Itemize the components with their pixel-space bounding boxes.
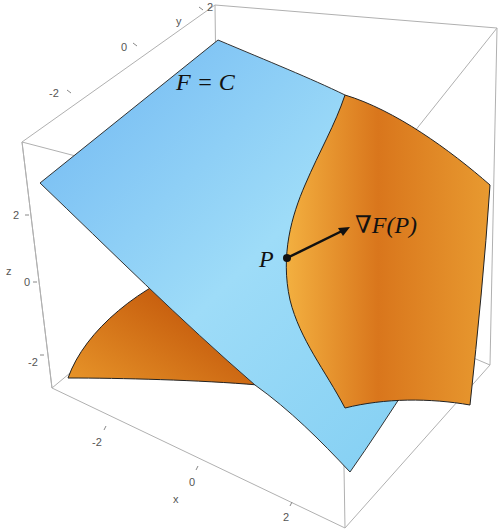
arrow-head bbox=[338, 227, 350, 236]
gradient-arrow bbox=[287, 231, 342, 258]
axis-name: z bbox=[6, 266, 12, 277]
tick-label: -2 bbox=[28, 357, 38, 368]
axis-name: y bbox=[176, 16, 182, 27]
box-edges bbox=[22, 5, 497, 528]
saddle-surface bbox=[286, 95, 490, 408]
point-label: P bbox=[259, 247, 274, 271]
tick-marks bbox=[25, 7, 292, 506]
point-dot bbox=[283, 254, 291, 262]
surface-label: F = C bbox=[176, 70, 235, 94]
tick-label: 2 bbox=[283, 512, 289, 523]
tick-label: 2 bbox=[13, 210, 19, 221]
tick-label: 0 bbox=[189, 477, 195, 488]
gradient-label: ∇F(P) bbox=[355, 213, 417, 237]
tick-label: 0 bbox=[121, 42, 127, 53]
axis-name: x bbox=[173, 494, 179, 505]
tick-label: -2 bbox=[92, 437, 102, 448]
tick-label: 2 bbox=[207, 2, 213, 13]
box-edges bbox=[22, 142, 52, 388]
tick-label: 0 bbox=[24, 277, 30, 288]
tick-label: -2 bbox=[49, 88, 59, 99]
